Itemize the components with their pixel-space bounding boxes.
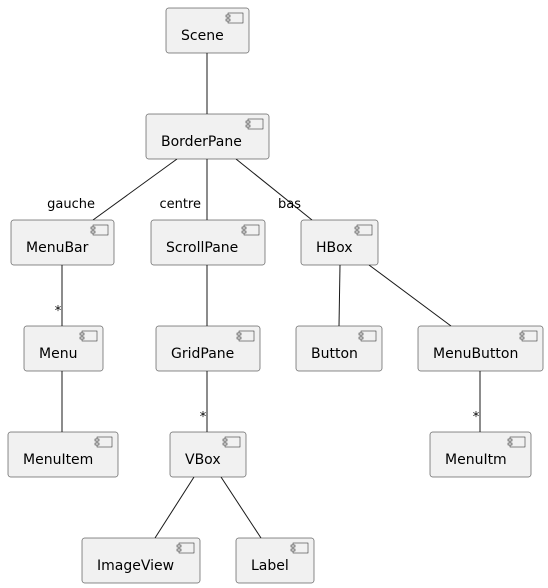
node-menu: Menu	[23, 325, 104, 372]
component-icon	[236, 330, 255, 342]
edge-label-menu_mult: *	[55, 304, 62, 319]
component-icon	[245, 118, 264, 130]
node-label: ImageView	[97, 558, 174, 574]
node-scene: Scene	[165, 7, 250, 54]
node-label: VBox	[185, 452, 221, 468]
node-label: BorderPane	[161, 134, 242, 150]
node-borderpane: BorderPane	[145, 113, 270, 160]
node-label: HBox	[316, 240, 353, 256]
edge-hbox-menubutton	[368, 264, 452, 327]
component-icon	[241, 224, 260, 236]
node-label: Scene	[181, 28, 224, 44]
node-box	[150, 219, 266, 266]
node-label: MenuBar	[26, 240, 89, 256]
node-box	[7, 431, 119, 478]
edges	[61, 53, 481, 539]
node-button: Button	[295, 325, 383, 372]
component-icon	[90, 224, 109, 236]
node-label: MenuButton	[433, 346, 518, 362]
component-icon	[290, 542, 309, 554]
edge-label-gauche: gauche	[47, 197, 95, 212]
node-label: Label	[235, 537, 315, 584]
edge-borderpane-hbox	[235, 158, 313, 221]
component-icon	[79, 330, 98, 342]
node-menubar: MenuBar	[10, 219, 115, 266]
edge-label-centre: centre	[159, 197, 201, 212]
node-label: ScrollPane	[166, 240, 238, 256]
edge-label-vbox_mult: *	[200, 410, 207, 425]
node-label: GridPane	[171, 346, 234, 362]
node-label: Menu	[39, 346, 77, 362]
node-box	[417, 325, 544, 372]
component-icon	[354, 224, 373, 236]
component-icon	[519, 330, 538, 342]
component-icon	[225, 12, 244, 24]
component-icon	[358, 330, 377, 342]
node-menubutton: MenuButton	[417, 325, 544, 372]
component-icon	[507, 436, 526, 448]
node-box	[429, 431, 532, 478]
edge-vbox-label	[220, 476, 262, 539]
node-box	[81, 537, 201, 584]
edge-label-bas: bas	[278, 197, 301, 212]
node-box	[10, 219, 115, 266]
edge-borderpane-menubar	[92, 158, 178, 221]
node-label: Button	[311, 346, 358, 362]
node-gridpane: GridPane	[155, 325, 261, 372]
node-vbox: VBox	[169, 431, 247, 478]
node-menuitm: MenuItm	[429, 431, 532, 478]
edge-hbox-button	[338, 264, 341, 327]
component-icon	[222, 436, 241, 448]
node-imageview: ImageView	[81, 537, 201, 584]
edge-label-menuitm_mult: *	[473, 410, 480, 425]
edge-vbox-imageview	[154, 476, 195, 539]
component-icon	[176, 542, 195, 554]
node-box	[155, 325, 261, 372]
node-box	[145, 113, 270, 160]
node-label: MenuItm	[445, 452, 507, 468]
component-icon	[94, 436, 113, 448]
node-hbox: HBox	[300, 219, 379, 266]
node-label: MenuItem	[23, 452, 93, 468]
node-menuitem: MenuItem	[7, 431, 119, 478]
node-scrollpane: ScrollPane	[150, 219, 266, 266]
node-label: Label	[251, 558, 289, 574]
edge-labels: gauche centre bas * * *	[47, 197, 480, 425]
